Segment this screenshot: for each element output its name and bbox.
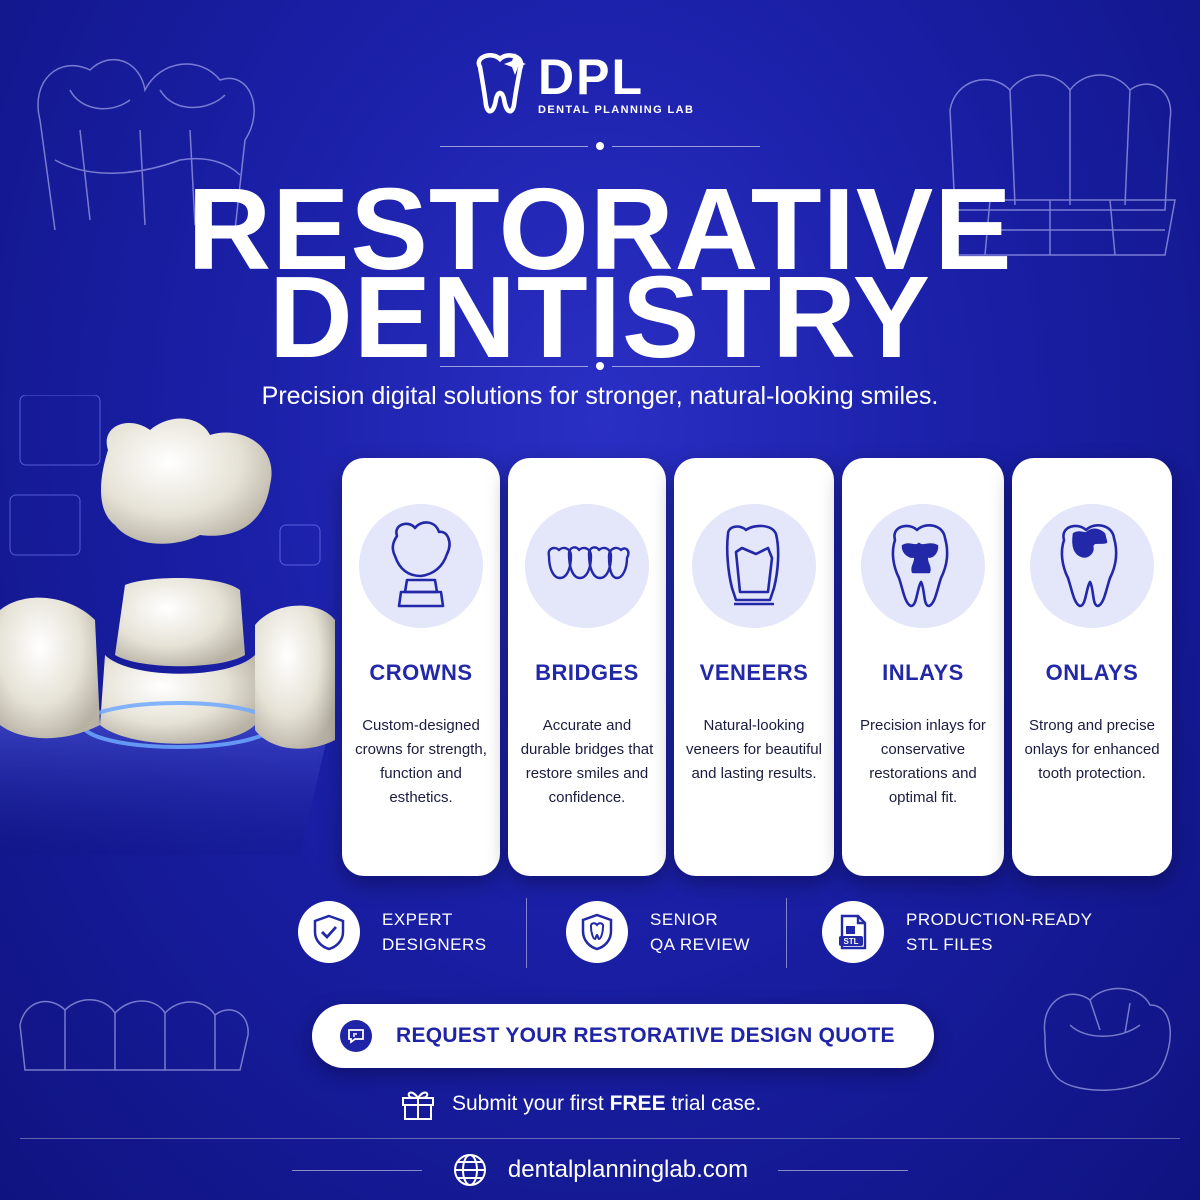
service-description: Precision inlays for conservative restor… [860, 717, 986, 806]
stl-label: STL [843, 937, 858, 946]
free-trial-note: Submit your first FREE trial case. [400, 1086, 761, 1122]
service-title: BRIDGES [535, 660, 639, 685]
stl-file-icon: STL [839, 914, 867, 950]
service-card-bridges[interactable]: BRIDGES Accurate and durable bridges tha… [508, 458, 666, 876]
request-quote-button[interactable]: REQUEST YOUR RESTORATIVE DESIGN QUOTE [312, 1004, 934, 1068]
molar-sketch-bottom-right [1043, 987, 1171, 1091]
service-card-crowns[interactable]: CROWNS Custom-designed crowns for streng… [342, 458, 500, 876]
headline-line-1: RESTORATIVE [187, 164, 1013, 294]
brand-name: DPL [538, 49, 644, 105]
headline-line-2: DENTISTRY [268, 252, 932, 382]
brand-logo: DPL DENTAL PLANNING LAB [470, 44, 730, 124]
service-title: INLAYS [882, 660, 964, 685]
website-link[interactable]: dentalplanninglab.com [507, 1156, 749, 1183]
shield-tooth-icon [581, 913, 613, 951]
service-description: Strong and precise onlays for enhanced t… [1024, 717, 1160, 782]
request-quote-label: REQUEST YOUR RESTORATIVE DESIGN QUOTE [396, 1024, 895, 1047]
divider-mid [440, 362, 760, 370]
service-description: Custom-designed crowns for strength, fun… [355, 717, 487, 806]
service-card-onlays[interactable]: ONLAYS Strong and precise onlays for enh… [1012, 458, 1172, 876]
inlay-icon-circle [861, 504, 985, 628]
tooth-logo-icon [476, 53, 526, 114]
tooth-sketch-top-left [37, 59, 255, 231]
crown-icon-circle [359, 504, 483, 628]
onlay-icon-circle [1030, 504, 1154, 628]
crown-icon [391, 521, 451, 608]
service-card-inlays[interactable]: INLAYS Precision inlays for conservative… [842, 458, 1004, 876]
globe-icon [453, 1154, 486, 1186]
service-description: Natural-looking veneers for beautiful an… [686, 717, 822, 782]
bridge-sketch-top-right [944, 74, 1176, 256]
teeth-sketch-bottom-left [19, 999, 249, 1071]
bridge-icon-circle [525, 504, 649, 628]
feature-label-line-2: QA REVIEW [650, 935, 750, 954]
shield-check-icon [313, 914, 345, 951]
service-title: ONLAYS [1045, 660, 1139, 685]
service-title: VENEERS [699, 660, 809, 685]
feature-label-line-2: DESIGNERS [382, 935, 487, 954]
chat-icon [340, 1020, 372, 1052]
feature-label-line-2: STL FILES [906, 935, 994, 954]
service-description: Accurate and durable bridges that restor… [520, 717, 654, 806]
trial-prefix: Submit your first [452, 1092, 604, 1115]
gift-icon [402, 1091, 434, 1120]
feature-expert-designers: EXPERT DESIGNERS [298, 896, 487, 968]
bridge-icon [547, 546, 630, 580]
trial-suffix: trial case. [671, 1092, 762, 1115]
feature-label-line-1: PRODUCTION-READY [906, 910, 1093, 929]
subtitle: Precision digital solutions for stronger… [261, 382, 939, 410]
feature-senior-qa-review: SENIOR QA REVIEW [566, 896, 750, 968]
veneer-icon [725, 524, 780, 606]
feature-label-line-1: SENIOR [650, 910, 719, 929]
divider-top [440, 142, 760, 150]
service-title: CROWNS [369, 660, 473, 685]
footer: dentalplanninglab.com [0, 1148, 1200, 1192]
crown-illustration [0, 395, 335, 855]
feature-separator [786, 898, 787, 968]
veneer-icon-circle [692, 504, 816, 628]
feature-separator [526, 898, 527, 968]
brand-subtitle: DENTAL PLANNING LAB [538, 104, 695, 116]
footer-divider [20, 1138, 1180, 1139]
trial-emphasis: FREE [609, 1092, 666, 1115]
feature-production-ready-stl: STL PRODUCTION-READY STL FILES [822, 896, 1093, 968]
inlay-icon [891, 524, 949, 608]
service-card-veneers[interactable]: VENEERS Natural-looking veneers for beau… [674, 458, 834, 876]
feature-label-line-1: EXPERT [382, 910, 453, 929]
onlay-icon [1060, 524, 1118, 608]
